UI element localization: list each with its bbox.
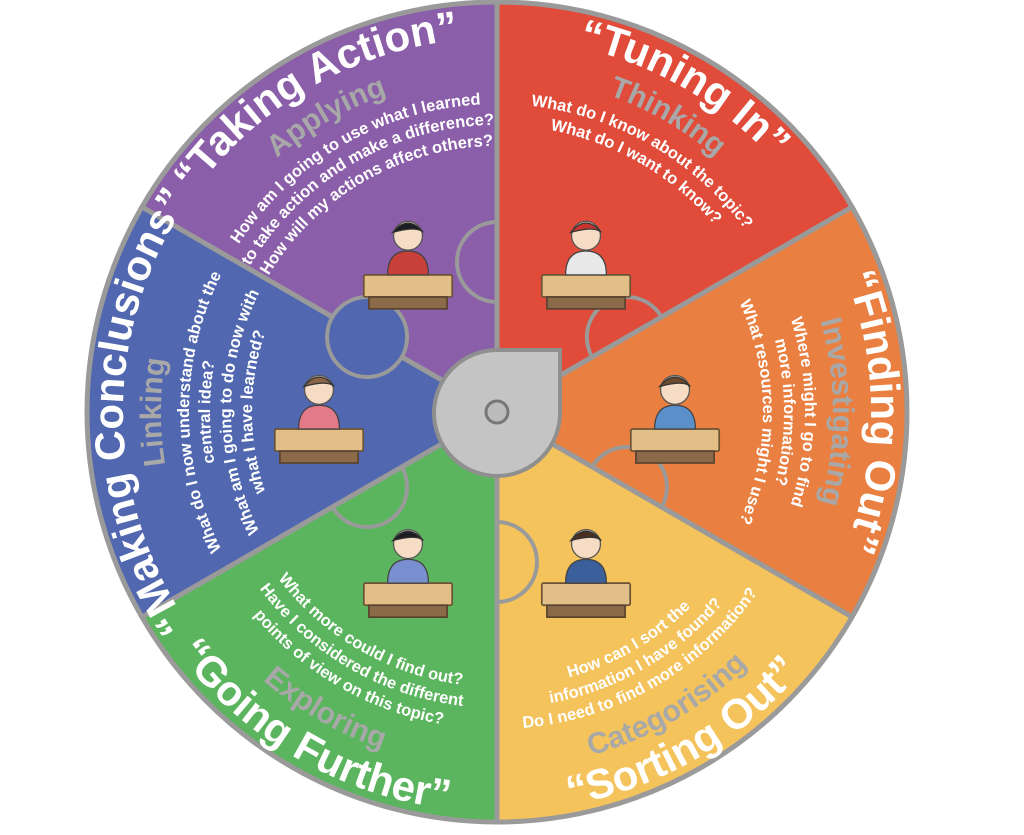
student-illustration (629, 374, 721, 464)
stage-name-text: Linking (135, 355, 172, 468)
center-hub (432, 348, 563, 478)
guiding-question-text: central idea? (196, 359, 218, 465)
stage-name: Linking (135, 355, 172, 468)
student-illustration (540, 220, 632, 310)
sector-making-conclusions (84, 204, 500, 620)
student-illustration (362, 220, 454, 310)
student-illustration (273, 374, 365, 464)
sector-finding-out (494, 204, 910, 620)
guiding-question: central idea? (196, 359, 218, 465)
sector-sorting-out (494, 409, 855, 825)
hub-pin (484, 399, 510, 425)
student-illustration (362, 528, 454, 619)
sector-going-further (139, 409, 500, 825)
student-illustration (540, 528, 632, 619)
